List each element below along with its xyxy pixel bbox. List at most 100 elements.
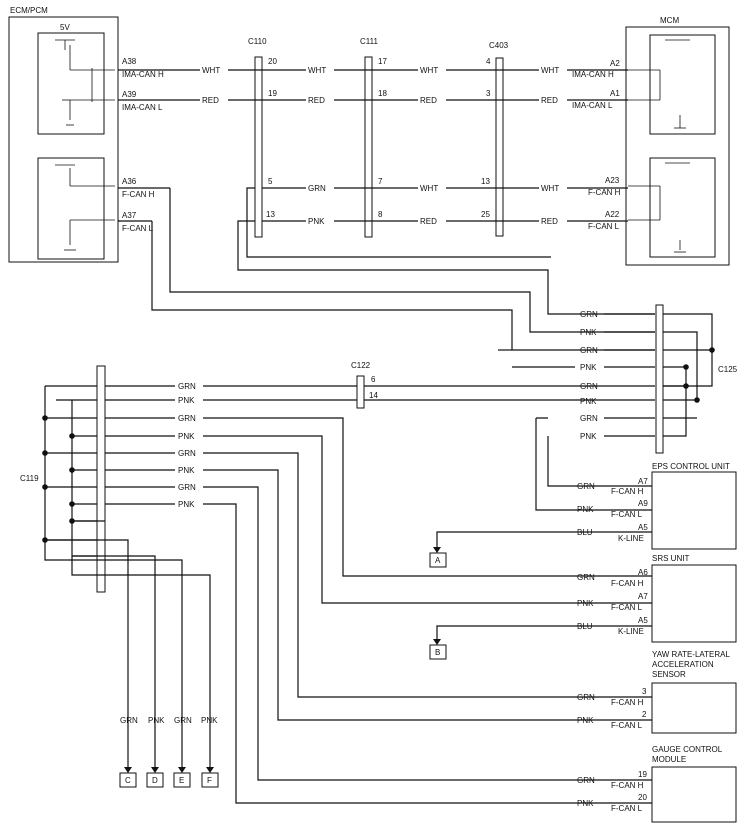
c111-pin: 7 [378, 177, 383, 186]
mcm-pin-a1: A1 [610, 89, 620, 98]
routing-to-c125 [118, 187, 655, 351]
offpage-b-label: B [435, 648, 440, 657]
c403-label: C403 [489, 41, 509, 50]
c403-pin: 4 [486, 57, 491, 66]
ecm-pin-a38-signal: IMA-CAN H [122, 70, 164, 79]
gauge-title-line: MODULE [652, 755, 686, 764]
c125-label: C125 [718, 365, 738, 374]
wire-color-label: PNK [577, 716, 594, 725]
c125-wire-labels: GRN PNK GRN PNK GRN PNK GRN PNK [498, 310, 655, 441]
c110-pin: 19 [268, 89, 277, 98]
offpage-f-label: F [207, 776, 212, 785]
c111-pin: 8 [378, 210, 383, 219]
yaw-title-line: YAW RATE-LATERAL [652, 650, 730, 659]
srs-pin-signal: F-CAN H [611, 579, 644, 588]
ecm-pin-a37-signal: F-CAN L [122, 224, 154, 233]
wire-color-label: PNK [577, 599, 594, 608]
wire-color-label: GRN [577, 776, 595, 785]
srs-pin: A7 [638, 592, 648, 601]
srs-title: SRS UNIT [652, 554, 689, 563]
srs-box [651, 564, 737, 643]
wire-color-label: PNK [577, 799, 594, 808]
mcm-transistor-symbols [628, 39, 690, 253]
ecm-pin-a38: A38 [122, 57, 137, 66]
wire-color-label: RED [202, 96, 219, 105]
srs-pin: A5 [638, 616, 648, 625]
mcm-pin-a23-signal: F-CAN H [588, 188, 621, 197]
srs-unit: SRS UNIT GRN A6 F-CAN H PNK A7 F-CAN L B… [436, 554, 737, 643]
wire-color-label: GRN [577, 482, 595, 491]
mcm-pin-a22: A22 [605, 210, 620, 219]
wire-color-label: GRN [580, 310, 598, 319]
offpage-connector-d: D [146, 767, 164, 788]
wire-color-label: GRN [174, 716, 192, 725]
wire-color-label: WHT [308, 66, 326, 75]
c111-body [364, 56, 373, 238]
wire-color-label: GRN [178, 382, 196, 391]
srs-pin-signal: K-LINE [618, 627, 644, 636]
ecm-transistor-symbols [55, 39, 115, 251]
mcm-title: MCM [660, 16, 679, 25]
mcm-transceiver-1 [649, 34, 716, 135]
ecm-pin-a37: A37 [122, 211, 137, 220]
ecm-pin-a36-signal: F-CAN H [122, 190, 155, 199]
wire-color-label: RED [541, 217, 558, 226]
wire-color-label: WHT [541, 66, 559, 75]
c403-pin: 3 [486, 89, 491, 98]
wire-color-label: BLU [577, 528, 593, 537]
offpage-a-label: A [435, 556, 441, 565]
yaw-pin-signal: F-CAN L [611, 721, 643, 730]
ecm-pcm-module: ECM/PCM 5V [8, 6, 119, 263]
mcm-module: MCM [625, 16, 730, 266]
gauge-pin-signal: F-CAN L [611, 804, 643, 813]
eps-pin-signal: K-LINE [618, 534, 644, 543]
c122-body [356, 375, 365, 409]
eps-title: EPS CONTROL UNIT [652, 462, 730, 471]
offpage-connector-e: E [173, 767, 191, 788]
wire-color-label: RED [420, 217, 437, 226]
c119-label: C119 [20, 474, 39, 483]
offpage-connector-b: B [429, 639, 447, 660]
c403-pin: 13 [481, 177, 490, 186]
eps-pin-signal: F-CAN L [611, 510, 643, 519]
eps-control-unit: EPS CONTROL UNIT GRN A7 F-CAN H PNK A9 F… [436, 417, 737, 550]
yaw-pin: 2 [642, 710, 647, 719]
offpage-connector-a: A [429, 547, 447, 568]
wire-color-label: PNK [577, 505, 594, 514]
gauge-pin: 19 [638, 770, 647, 779]
connector-c119: C119 [20, 365, 575, 804]
mcm-transceiver-2 [649, 157, 716, 258]
gauge-title-line: GAUGE CONTROL [652, 745, 723, 754]
wire-color-label: PNK [148, 716, 165, 725]
ecm-transceiver-1 [37, 32, 105, 135]
c125-body [655, 304, 664, 454]
wire-color-label: GRN [178, 483, 196, 492]
c122-pin: 6 [371, 375, 376, 384]
wire-color-label: PNK [580, 328, 597, 337]
wire-color-label: RED [308, 96, 325, 105]
yaw-rate-sensor: YAW RATE-LATERAL ACCELERATION SENSOR GRN… [575, 650, 737, 734]
offpage-e-label: E [179, 776, 184, 785]
wire-color-label: WHT [420, 184, 438, 193]
wire-color-label: GRN [178, 414, 196, 423]
wire-color-label: PNK [178, 396, 195, 405]
eps-pin-signal: F-CAN H [611, 487, 644, 496]
gauge-control-module: GAUGE CONTROL MODULE GRN 19 F-CAN H PNK … [575, 745, 737, 823]
c111-label: C111 [360, 37, 378, 46]
yaw-pin-signal: F-CAN H [611, 698, 644, 707]
mcm-pin-a1-signal: IMA-CAN L [572, 101, 613, 110]
c119-body [96, 365, 106, 593]
eps-pin: A5 [638, 523, 648, 532]
wire-color-label: RED [420, 96, 437, 105]
ecm-pin-a39-signal: IMA-CAN L [122, 103, 163, 112]
wire-color-label: PNK [308, 217, 325, 226]
wire-color-label: PNK [580, 432, 597, 441]
wire-color-label: GRN [580, 346, 598, 355]
c110-pin: 13 [266, 210, 275, 219]
eps-pin: A7 [638, 477, 648, 486]
c110-label: C110 [248, 37, 267, 46]
eps-pin: A9 [638, 499, 648, 508]
c111-pin: 18 [378, 89, 387, 98]
c403-body [495, 57, 504, 237]
wire-color-label: PNK [178, 432, 195, 441]
